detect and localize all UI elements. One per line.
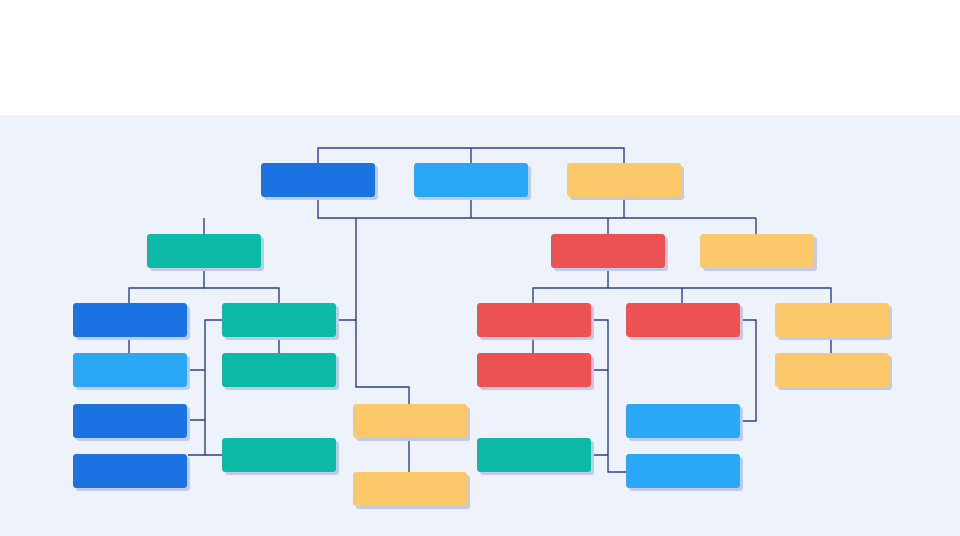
connector-lines xyxy=(128,147,832,473)
connector-line xyxy=(128,268,205,303)
node-branch-yellow xyxy=(700,234,814,268)
connector-line xyxy=(204,287,280,303)
node-branch-teal xyxy=(147,234,261,268)
node-right-sky-1 xyxy=(626,404,740,438)
node-root-yellow xyxy=(567,163,681,197)
node-left-blue-3 xyxy=(73,404,187,438)
diagram-canvas xyxy=(0,115,960,536)
hierarchy-diagram xyxy=(73,147,892,509)
connector-line xyxy=(532,268,609,303)
node-center-yellow-2 xyxy=(353,472,467,506)
node-mid-teal-3 xyxy=(222,438,336,472)
node-mid-teal-1 xyxy=(222,303,336,337)
node-right-red-1 xyxy=(477,303,591,337)
node-mid-teal-2 xyxy=(222,353,336,387)
node-far-yellow-1 xyxy=(775,303,889,337)
connector-line xyxy=(608,287,832,303)
node-left-sky-2 xyxy=(73,353,187,387)
node-right-red-2 xyxy=(477,353,591,387)
node-left-blue-1 xyxy=(73,303,187,337)
connector-line xyxy=(740,319,757,422)
node-right-teal-3 xyxy=(477,438,591,472)
node-root-sky xyxy=(414,163,528,197)
node-far-yellow-2 xyxy=(775,353,889,387)
node-root-blue xyxy=(261,163,375,197)
diagram-nodes xyxy=(73,163,889,506)
node-left-blue-4 xyxy=(73,454,187,488)
node-right-sky-2 xyxy=(626,454,740,488)
connector-line xyxy=(317,197,756,219)
top-band xyxy=(0,0,960,115)
node-right-red-top xyxy=(626,303,740,337)
connector-line xyxy=(188,319,222,456)
node-branch-red xyxy=(551,234,665,268)
node-center-yellow-1 xyxy=(353,404,467,438)
connector-line xyxy=(355,218,410,404)
connector-line xyxy=(591,319,626,473)
